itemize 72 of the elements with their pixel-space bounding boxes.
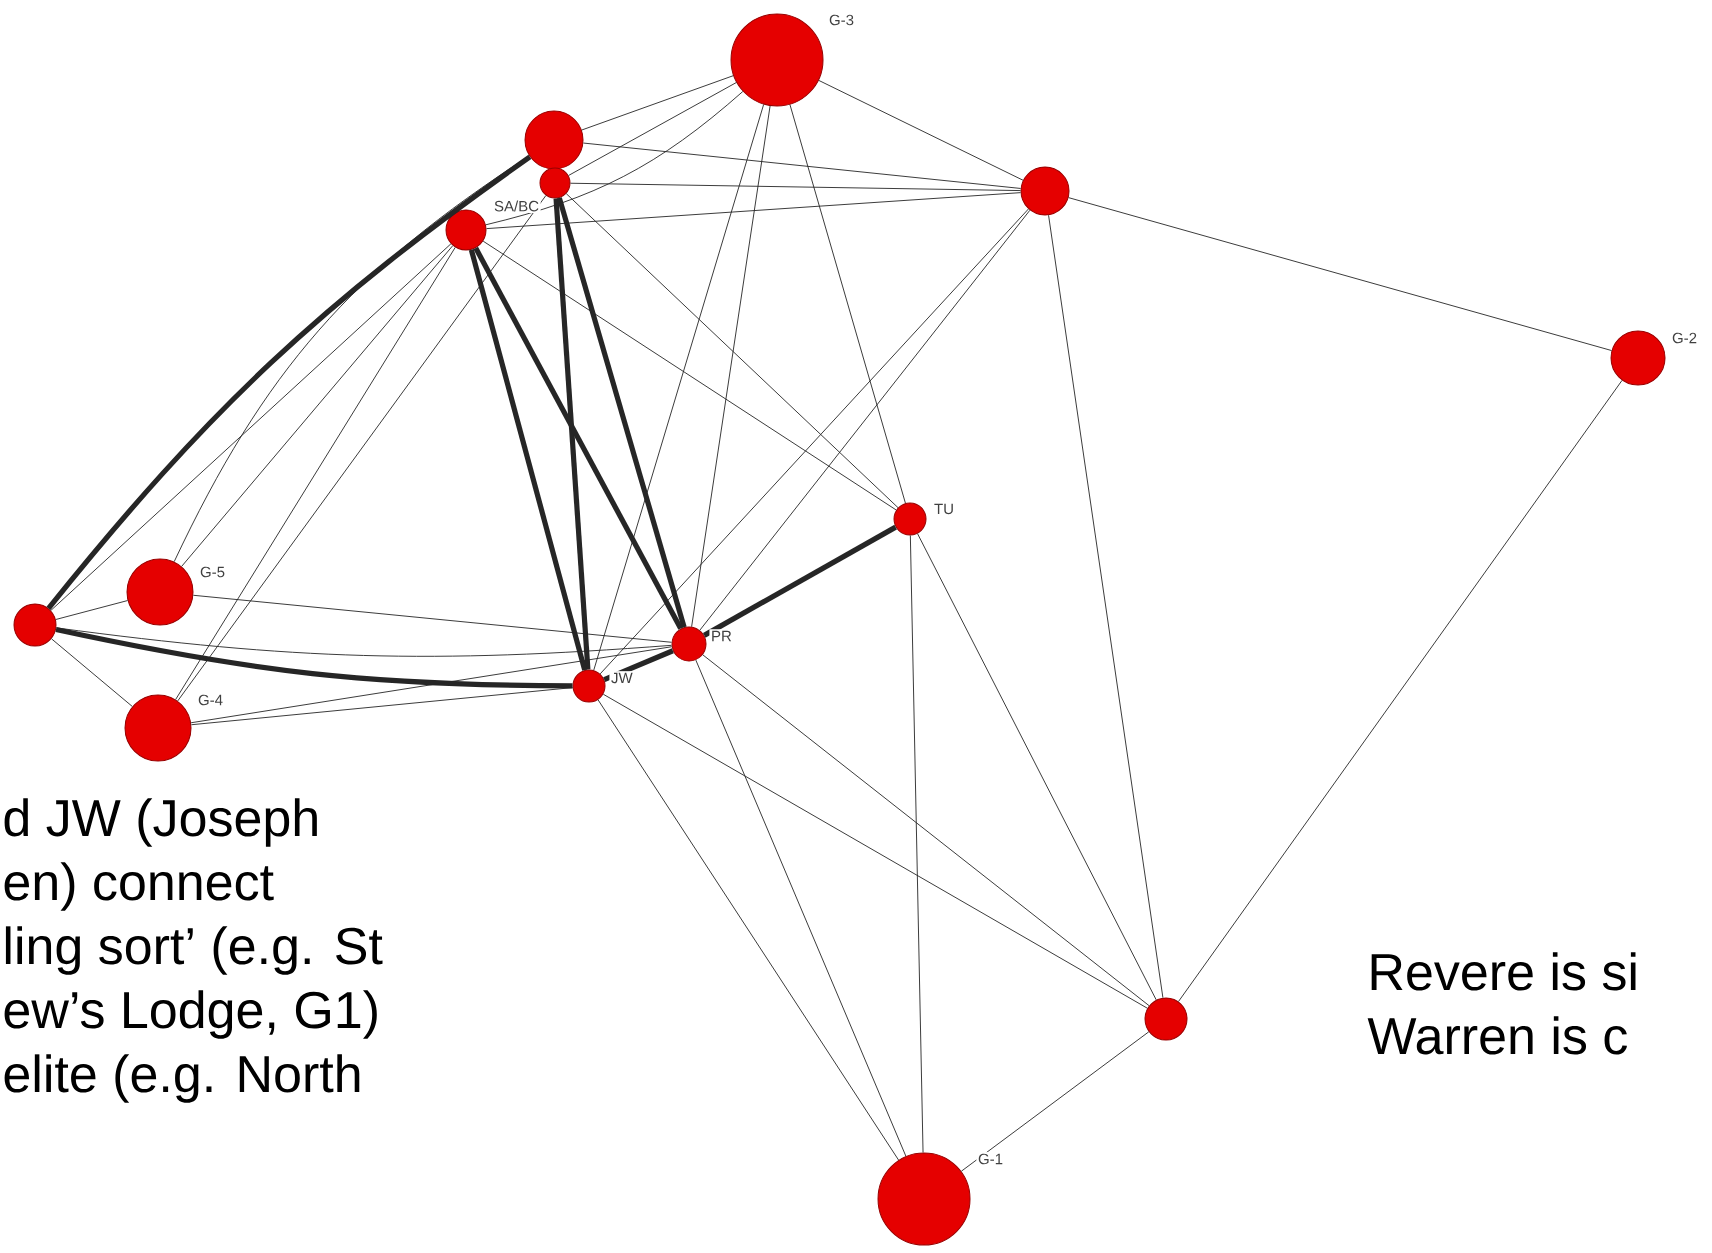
network-node: [124, 694, 192, 762]
text-line: en) connect: [4, 862, 274, 911]
network-node: [1020, 166, 1070, 216]
node-label: G-2: [1670, 331, 1699, 345]
network-node: [1610, 330, 1666, 386]
edge-line: [51, 638, 133, 707]
edge-line: [1068, 197, 1612, 351]
edge-line: [581, 75, 734, 131]
text-line: Revere is si: [1371, 952, 1636, 991]
text-line: Warren is c: [1367, 1016, 1627, 1055]
network-node: [877, 1152, 971, 1246]
edge-line: [691, 105, 771, 628]
edge-line: [473, 246, 683, 630]
edge-line: [789, 104, 906, 504]
network-node: [730, 13, 824, 107]
text-line: d JW (Joseph: [4, 798, 317, 847]
edge-line: [175, 246, 456, 700]
edge-line: [602, 693, 1148, 1009]
edge-line: [702, 524, 897, 638]
edge-line: [482, 240, 897, 511]
network-node: [445, 209, 487, 251]
edge-line: [909, 535, 924, 1153]
network-node: [13, 603, 57, 647]
text-line: ling sort’ (e.g. St: [5, 926, 383, 975]
edge-line: [960, 1031, 1150, 1172]
edge-line: [699, 209, 1031, 631]
text-line: ew’s Lodge, G1): [4, 990, 377, 1039]
edge-line: [568, 82, 737, 176]
node-label: TU: [932, 502, 956, 516]
edge-line: [582, 142, 1022, 189]
edge-line: [702, 654, 1150, 1007]
node-label: G-5: [198, 565, 227, 579]
network-node: [539, 167, 571, 199]
network-node: [126, 558, 194, 626]
edge-line: [556, 197, 687, 628]
edge-line: [55, 627, 573, 689]
network-node: [1144, 997, 1188, 1041]
node-label: SA/BC: [492, 198, 541, 214]
network-node: [671, 626, 707, 662]
node-label: G-3: [827, 13, 856, 27]
edge-line: [486, 192, 1022, 230]
edge-line: [55, 627, 672, 657]
edge-line: [695, 659, 907, 1157]
edge-line: [603, 648, 674, 682]
edge-line: [190, 646, 673, 724]
edge-line: [917, 533, 1157, 1001]
edge-line: [46, 154, 532, 610]
node-label: G-1: [976, 1152, 1005, 1166]
node-label: G-4: [196, 693, 225, 707]
node-label: PR: [709, 629, 734, 643]
edge-line: [553, 198, 591, 670]
network-node: [893, 502, 927, 536]
network-node: [572, 669, 606, 703]
edge-line: [468, 249, 588, 671]
edge-line: [599, 208, 1029, 675]
edge-line: [1048, 214, 1164, 999]
edge-line: [181, 245, 454, 567]
edge-line: [485, 91, 744, 226]
edge-line: [570, 182, 1021, 192]
edge-line: [55, 600, 129, 620]
edge-line: [192, 594, 673, 643]
edge-line: [818, 79, 1024, 181]
edge-line: [177, 195, 547, 702]
edge-line: [173, 155, 530, 563]
edge-line: [593, 104, 765, 671]
edge-line: [597, 699, 900, 1161]
edge-line: [565, 193, 899, 509]
text-line: elite (e.g. North: [4, 1054, 360, 1103]
edge-line: [190, 687, 574, 726]
edge-line: [50, 243, 452, 611]
node-label: JW: [609, 671, 635, 685]
edge-line: [1178, 379, 1623, 1002]
